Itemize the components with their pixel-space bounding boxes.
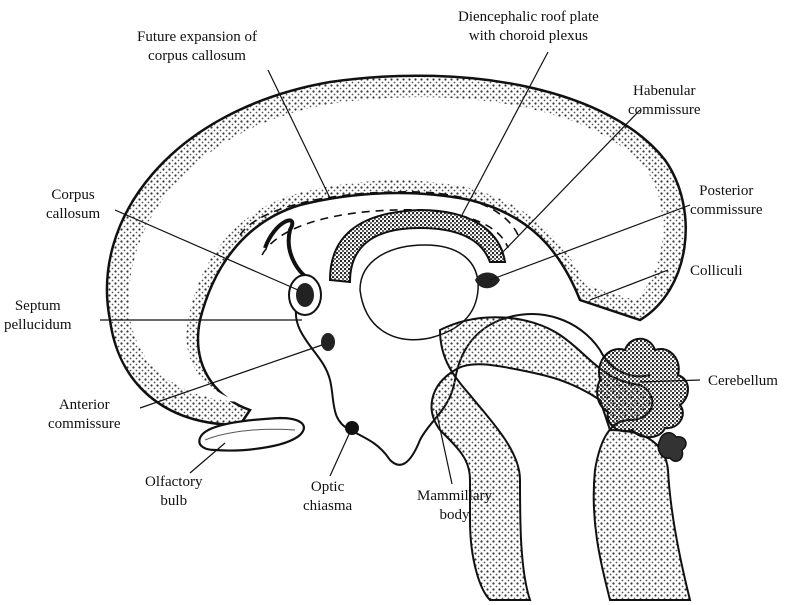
label-cerebellum: Cerebellum (708, 372, 778, 391)
label-posterior-commissure: Posterior commissure (690, 182, 763, 220)
label-olfactory-bulb: Olfactory bulb (145, 473, 202, 511)
label-corpus-callosum: Corpus callosum (46, 186, 100, 224)
label-colliculi: Colliculi (690, 262, 743, 281)
leader-optic-chiasma (330, 432, 350, 476)
label-septum-pellucidum: Septum pellucidum (4, 297, 72, 335)
label-optic-chiasma: Optic chiasma (303, 478, 352, 516)
label-anterior-commissure: Anterior commissure (48, 396, 121, 434)
label-diencephalic-roof: Diencephalic roof plate with choroid ple… (458, 8, 599, 46)
label-mammillary-body: Mammillary body (417, 487, 492, 525)
label-future-expansion: Future expansion of corpus callosum (137, 28, 257, 66)
label-habenular: Habenular commissure (628, 82, 701, 120)
